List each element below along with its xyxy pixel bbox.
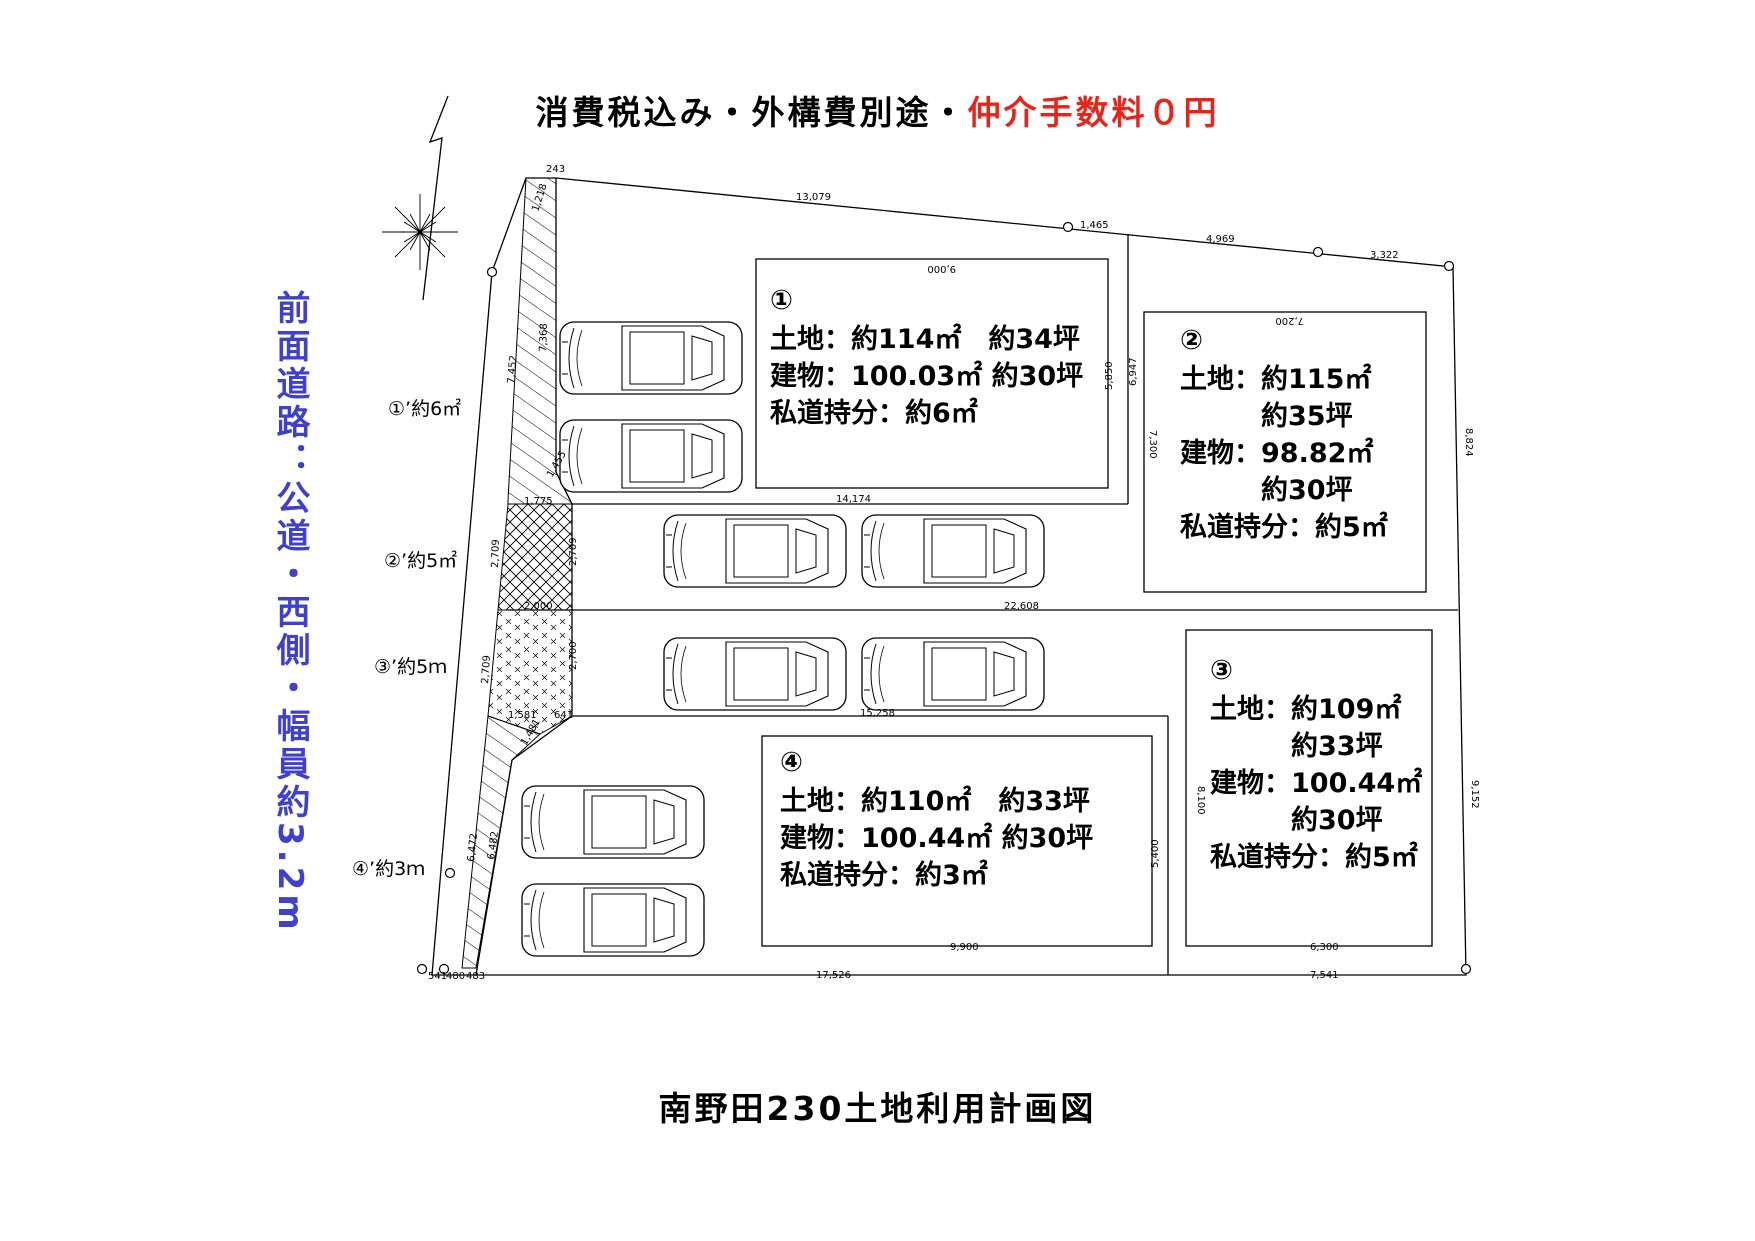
dim: 243 bbox=[546, 164, 565, 175]
lot-land-tsubo: 約35坪 bbox=[1180, 401, 1353, 432]
dim: 6,472 bbox=[466, 833, 480, 863]
dim: 7,541 bbox=[1310, 970, 1339, 981]
dim: 2,000 bbox=[524, 601, 553, 612]
lot-4-info: ④ 土地：約110㎡ 約33坪 建物：100.44㎡ 約30坪 私道持分：約3㎡ bbox=[780, 744, 1093, 894]
dim: 15,258 bbox=[860, 708, 895, 719]
header-note: 消費税込み・外構費別途・仲介手数料０円 bbox=[0, 86, 1755, 134]
dim: 480 bbox=[446, 971, 465, 982]
dim: 1,465 bbox=[1080, 220, 1109, 231]
dim: 7,300 bbox=[1147, 430, 1158, 459]
dim: 17,526 bbox=[816, 970, 851, 981]
lot-building-tsubo: 約30坪 bbox=[1210, 805, 1383, 836]
lot-2-info: ② 土地：約115㎡ 約35坪 建物：98.82㎡ 約30坪 私道持分：約5㎡ bbox=[1180, 322, 1388, 546]
building-footprints bbox=[755, 258, 1433, 947]
lot-number: ③ bbox=[1210, 655, 1233, 686]
fee-note: 仲介手数料０円 bbox=[967, 93, 1220, 132]
dim: 8,100 bbox=[1195, 786, 1206, 815]
dim: 9,000 bbox=[927, 263, 956, 274]
building-1 bbox=[755, 258, 1109, 489]
car-lot1-b bbox=[559, 419, 743, 493]
dim: 483 bbox=[466, 971, 485, 982]
lot-land-area: 土地：約110㎡ 約33坪 bbox=[780, 786, 1090, 817]
north-compass bbox=[382, 95, 458, 301]
lot-building-tsubo: 約30坪 bbox=[1180, 475, 1353, 506]
car-lot3-b bbox=[861, 637, 1045, 711]
building-4 bbox=[761, 735, 1153, 947]
building-3 bbox=[1185, 629, 1433, 947]
lot-building-area: 建物：100.03㎡ 約30坪 bbox=[770, 361, 1084, 392]
car-lot3-a bbox=[663, 637, 847, 711]
dim: 6,482 bbox=[486, 831, 501, 861]
dim: 7,452 bbox=[506, 355, 519, 384]
dim: 6,947 bbox=[1128, 357, 1139, 386]
dim: 2,709 bbox=[480, 655, 493, 684]
survey-points bbox=[416, 221, 1472, 975]
dim: 1,775 bbox=[524, 496, 553, 507]
dim: 5,850 bbox=[1104, 361, 1115, 390]
lot-road-share: 私道持分：約5㎡ bbox=[1210, 842, 1418, 873]
dim: 6,300 bbox=[1310, 942, 1339, 953]
dim: 541 bbox=[428, 971, 447, 982]
lot-road-share: 私道持分：約5㎡ bbox=[1180, 512, 1388, 543]
dim: 3,322 bbox=[1370, 250, 1399, 261]
dim: 9,900 bbox=[950, 942, 979, 953]
dim: 4,969 bbox=[1206, 234, 1235, 245]
car-lot2-b bbox=[861, 514, 1045, 588]
lot-building-area: 建物：98.82㎡ bbox=[1180, 438, 1374, 469]
car-lot2-a bbox=[663, 514, 847, 588]
dim: 2,709 bbox=[568, 537, 579, 566]
lot-1-info: ① 土地：約114㎡ 約34坪 建物：100.03㎡ 約30坪 私道持分：約6㎡ bbox=[770, 282, 1083, 432]
dim: 5,400 bbox=[1150, 839, 1161, 868]
lot-road-share: 私道持分：約3㎡ bbox=[780, 860, 988, 891]
lot-3-info: ③ 土地：約109㎡ 約33坪 建物：100.44㎡ 約30坪 私道持分：約5㎡ bbox=[1210, 652, 1422, 876]
dim: 2,700 bbox=[568, 641, 579, 670]
dim: 1,581 bbox=[508, 710, 537, 721]
dim: 641 bbox=[554, 710, 573, 721]
road-share-3: ③’約5ｍ bbox=[374, 656, 448, 678]
dim: 7,200 bbox=[1275, 315, 1304, 326]
dim: 22,608 bbox=[1004, 601, 1039, 612]
car-lot1-a bbox=[559, 321, 743, 395]
lot-number: ② bbox=[1180, 325, 1203, 356]
dim: 13,079 bbox=[796, 192, 831, 203]
car-lot4-a bbox=[521, 785, 705, 859]
lot-number: ④ bbox=[780, 747, 803, 778]
dim: 14,174 bbox=[836, 494, 871, 505]
dim: 7,368 bbox=[538, 323, 550, 352]
dim: 2,709 bbox=[490, 539, 502, 568]
lot-land-area: 土地：約115㎡ bbox=[1180, 364, 1372, 395]
plan-title: 南野田230土地利用計画図 bbox=[658, 1089, 1097, 1128]
lot-road-share: 私道持分：約6㎡ bbox=[770, 398, 978, 429]
dim: 8,824 bbox=[1463, 428, 1474, 457]
lot-building-area: 建物：100.44㎡ bbox=[1210, 768, 1423, 799]
tax-note: 消費税込み・外構費別途・ bbox=[535, 93, 968, 132]
lot-land-tsubo: 約33坪 bbox=[1210, 731, 1383, 762]
building-2 bbox=[1143, 311, 1427, 593]
road-share-2: ②’約5㎡ bbox=[384, 550, 458, 572]
car-lot4-b bbox=[521, 883, 705, 957]
road-share-1: ①’約6㎡ bbox=[388, 398, 462, 420]
lot-land-area: 土地：約109㎡ bbox=[1210, 694, 1402, 725]
road-share-4: ④’約3ｍ bbox=[352, 858, 426, 880]
road-label: 前面道路：公道・西側・幅員約3.2m bbox=[270, 290, 310, 934]
lot-number: ① bbox=[770, 285, 793, 316]
lot-building-area: 建物：100.44㎡ 約30坪 bbox=[780, 823, 1094, 854]
lot-land-area: 土地：約114㎡ 約34坪 bbox=[770, 324, 1080, 355]
dim: 9,152 bbox=[1469, 780, 1480, 809]
